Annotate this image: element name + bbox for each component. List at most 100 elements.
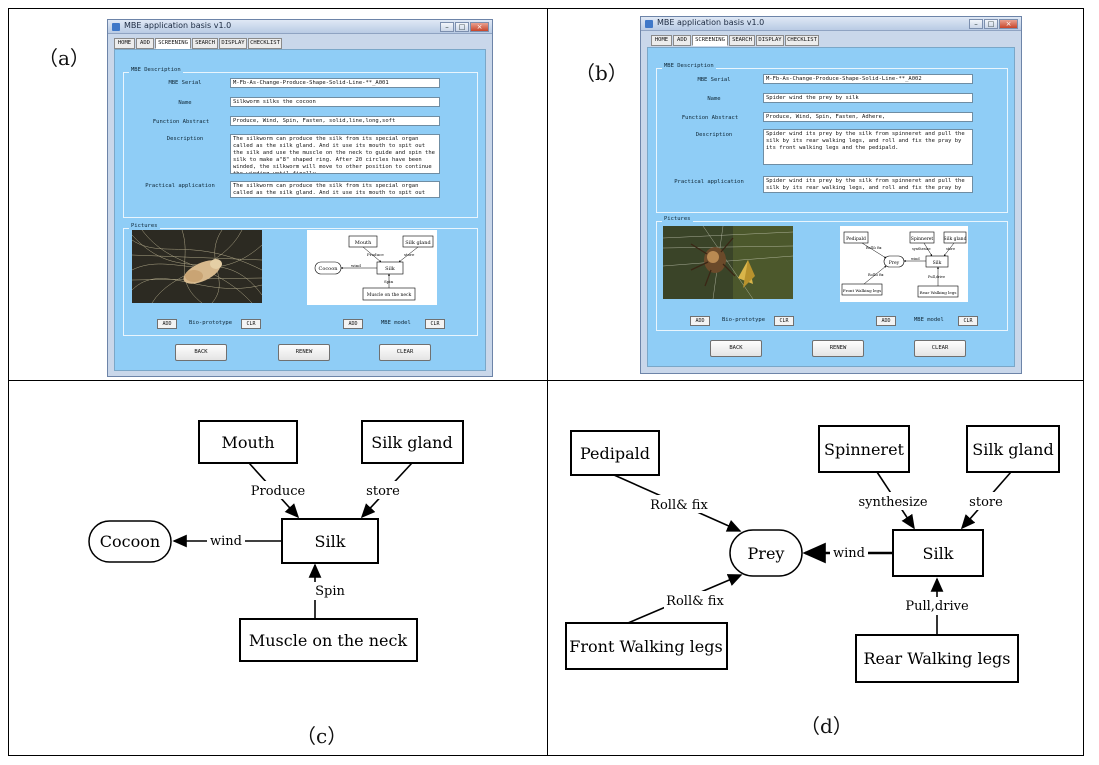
mbe-model-label: MBE model [914, 317, 944, 323]
name-label: Name [178, 100, 192, 106]
silk-gland-node [361, 420, 464, 464]
practical-application-field[interactable]: The silkworm can produce the silk from i… [230, 181, 440, 198]
minimize-button[interactable]: – [440, 22, 454, 32]
mini-wind-label: wind [911, 257, 920, 261]
wind-label: wind [210, 534, 242, 549]
maximize-button[interactable]: □ [984, 19, 998, 29]
mini-pull-drive-label: Pull,drive [928, 275, 945, 279]
pictures-group-label: Pictures [662, 216, 693, 222]
mini-prey-text: Prey [889, 260, 900, 266]
clear-button[interactable]: CLEAR [914, 340, 966, 357]
app-icon [645, 20, 653, 28]
mini-cocoon-text: Cocoon [319, 266, 339, 272]
description-group-label: MBE Description [662, 63, 716, 69]
function-abstract-label: Function Abstract [152, 119, 210, 125]
mouth-node [198, 420, 298, 464]
function-abstract-field[interactable]: Produce, Wind, Spin, Fasten, solid,line,… [230, 116, 440, 126]
tab-home[interactable]: HOME [651, 35, 672, 46]
name-field[interactable]: Spider wind the prey by silk [763, 93, 973, 103]
serial-field[interactable]: M-Fb-As-Change-Produce-Shape-Solid-Line-… [230, 78, 440, 88]
description-label: Description [695, 132, 733, 138]
clr-bio-prototype-button[interactable]: CLR [241, 319, 261, 329]
tab-search[interactable]: SEARCH [729, 35, 755, 46]
screening-panel: MBE Description MBE Serial M-Fb-As-Chang… [647, 47, 1015, 367]
cocoon-node [88, 520, 172, 563]
add-bio-prototype-button[interactable]: ADD [690, 316, 710, 326]
tab-display[interactable]: DISPLAY [219, 38, 247, 49]
panel-label-b: （b） [575, 61, 628, 85]
muscle-text: Muscle on the neck [249, 631, 408, 650]
mini-mouth-text: Mouth [355, 240, 372, 246]
serial-label: MBE Serial [168, 80, 202, 86]
panel-label-c: （c） [296, 724, 348, 748]
spider-photo [663, 226, 793, 299]
mini-store-label: store [404, 252, 415, 257]
app-window-a: MBE application basis v1.0 – □ × HOME AD… [107, 19, 493, 377]
spin-label: Spin [315, 584, 345, 599]
mini-pedipald-text: Pedipald [846, 236, 866, 242]
produce-label: Produce [251, 484, 306, 499]
tab-screening[interactable]: SCREENING [692, 35, 728, 46]
mini-spinneret-text: Spinneret [911, 236, 934, 242]
mini-wind-label: wind [351, 263, 361, 268]
screening-panel: MBE Description MBE Serial M-Fb-As-Chang… [114, 49, 486, 371]
clr-mbe-model-button[interactable]: CLR [425, 319, 445, 329]
back-button[interactable]: BACK [175, 344, 227, 361]
bio-prototype-label: Bio-prototype [189, 320, 233, 326]
mini-roll-fix-top-label: Roll& fix [866, 246, 882, 250]
silk-gland-text: Silk gland [371, 433, 452, 452]
mini-front-legs-text: Front Walking legs [843, 288, 881, 293]
clr-mbe-model-button[interactable]: CLR [958, 316, 978, 326]
serial-field[interactable]: M-Fb-As-Change-Produce-Shape-Solid-Line-… [763, 74, 973, 84]
tab-add[interactable]: ADD [136, 38, 154, 49]
practical-application-field[interactable]: Spider wind its prey by the silk from sp… [763, 176, 973, 193]
renew-button[interactable]: RENEW [812, 340, 864, 357]
clr-bio-prototype-button[interactable]: CLR [774, 316, 794, 326]
tab-display[interactable]: DISPLAY [756, 35, 784, 46]
description-field[interactable]: Spider wind its prey by the silk from sp… [763, 129, 973, 165]
pictures-group [656, 221, 1008, 331]
panel-label-d: （d） [800, 714, 853, 738]
clear-button[interactable]: CLEAR [379, 344, 431, 361]
tab-checklist[interactable]: CHECKLIST [248, 38, 282, 49]
add-bio-prototype-button[interactable]: ADD [157, 319, 177, 329]
tab-add[interactable]: ADD [673, 35, 691, 46]
muscle-node [239, 618, 418, 662]
store-label: store [366, 484, 400, 499]
description-field[interactable]: The silkworm can produce the silk from i… [230, 134, 440, 174]
description-group [656, 68, 1008, 213]
grid-divider-vertical [547, 8, 548, 756]
mini-silk-gland-text: Silk gland [944, 236, 967, 242]
tab-home[interactable]: HOME [114, 38, 135, 49]
back-button[interactable]: BACK [710, 340, 762, 357]
mouth-text: Mouth [221, 433, 274, 452]
mini-silk-text: Silk [933, 260, 942, 266]
renew-button[interactable]: RENEW [278, 344, 330, 361]
window-title: MBE application basis v1.0 [124, 21, 232, 30]
description-group [123, 72, 478, 218]
title-bar: MBE application basis v1.0 – □ × [641, 17, 1021, 31]
maximize-button[interactable]: □ [455, 22, 469, 32]
panel-label-a: （a） [38, 46, 90, 70]
description-group-label: MBE Description [129, 67, 183, 73]
close-button[interactable]: × [470, 22, 489, 32]
function-abstract-field[interactable]: Produce, Wind, Spin, Fasten, Adhere, sol… [763, 112, 973, 122]
diagram-c: Mouth Silk gland Silk Cocoon Muscle on t… [88, 420, 464, 662]
silk-node [281, 518, 379, 564]
tab-search[interactable]: SEARCH [192, 38, 218, 49]
add-mbe-model-button[interactable]: ADD [343, 319, 363, 329]
title-bar: MBE application basis v1.0 – □ × [108, 20, 492, 34]
cocoon-text: Cocoon [100, 532, 160, 551]
figure-grid [8, 8, 1084, 756]
mini-store-label: store [946, 247, 955, 251]
tab-screening[interactable]: SCREENING [155, 38, 191, 49]
name-field[interactable]: Silkworm silks the cocoon [230, 97, 440, 107]
tab-checklist[interactable]: CHECKLIST [785, 35, 819, 46]
close-button[interactable]: × [999, 19, 1018, 29]
add-mbe-model-button[interactable]: ADD [876, 316, 896, 326]
silkworm-photo [132, 230, 262, 303]
app-icon [112, 23, 120, 31]
practical-application-label: Practical application [674, 179, 744, 185]
minimize-button[interactable]: – [969, 19, 983, 29]
mini-muscle-text: Muscle on the neck [367, 292, 412, 298]
